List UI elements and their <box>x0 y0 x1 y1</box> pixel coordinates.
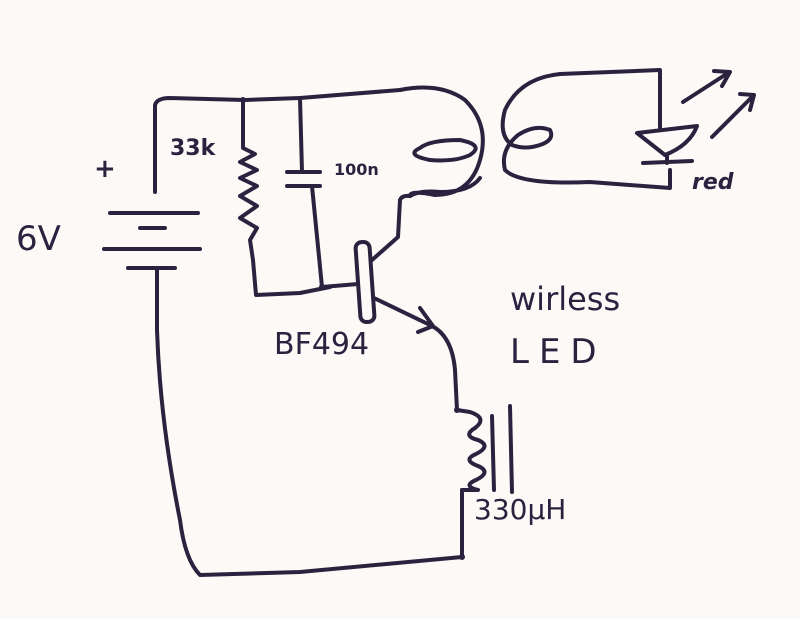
top-rail-wire <box>153 88 402 194</box>
emitter-arrow-head <box>416 306 435 334</box>
inductor-symbol <box>455 408 487 492</box>
title-line-2: LED <box>510 332 607 372</box>
junction-dot <box>319 284 325 290</box>
battery-symbol <box>102 211 202 270</box>
title-line-1: wirless <box>510 280 621 318</box>
transistor-symbol <box>353 240 377 324</box>
led-symbol <box>635 69 756 165</box>
junction-dot <box>454 407 460 413</box>
inductor-core-line-2 <box>508 404 514 494</box>
transmitter-coil <box>398 85 485 198</box>
resistor-symbol <box>238 98 332 297</box>
light-ray-2 <box>710 95 754 139</box>
led-color-label: red <box>692 170 734 195</box>
resistor-value-label: 33k <box>170 136 216 161</box>
capacitor-wire-top <box>298 96 304 174</box>
ground-return-wire <box>155 266 464 577</box>
capacitor-value-label: 100n <box>334 160 379 179</box>
light-ray-1 <box>681 71 730 104</box>
receiver-top-wire <box>558 68 662 130</box>
inductor-core-line-1 <box>490 414 496 492</box>
inductor-value-label: 330µH <box>474 493 567 526</box>
collector-wire <box>370 193 412 262</box>
transistor-part-label: BF494 <box>274 327 370 362</box>
receiver-coil <box>500 72 672 190</box>
battery-voltage-label: 6V <box>16 219 61 259</box>
junction-dot <box>459 554 465 560</box>
battery-plus-label: + <box>94 154 116 184</box>
capacitor-wire-bottom <box>310 184 360 289</box>
emitter-wire <box>372 296 459 412</box>
junction-dot <box>240 97 246 103</box>
